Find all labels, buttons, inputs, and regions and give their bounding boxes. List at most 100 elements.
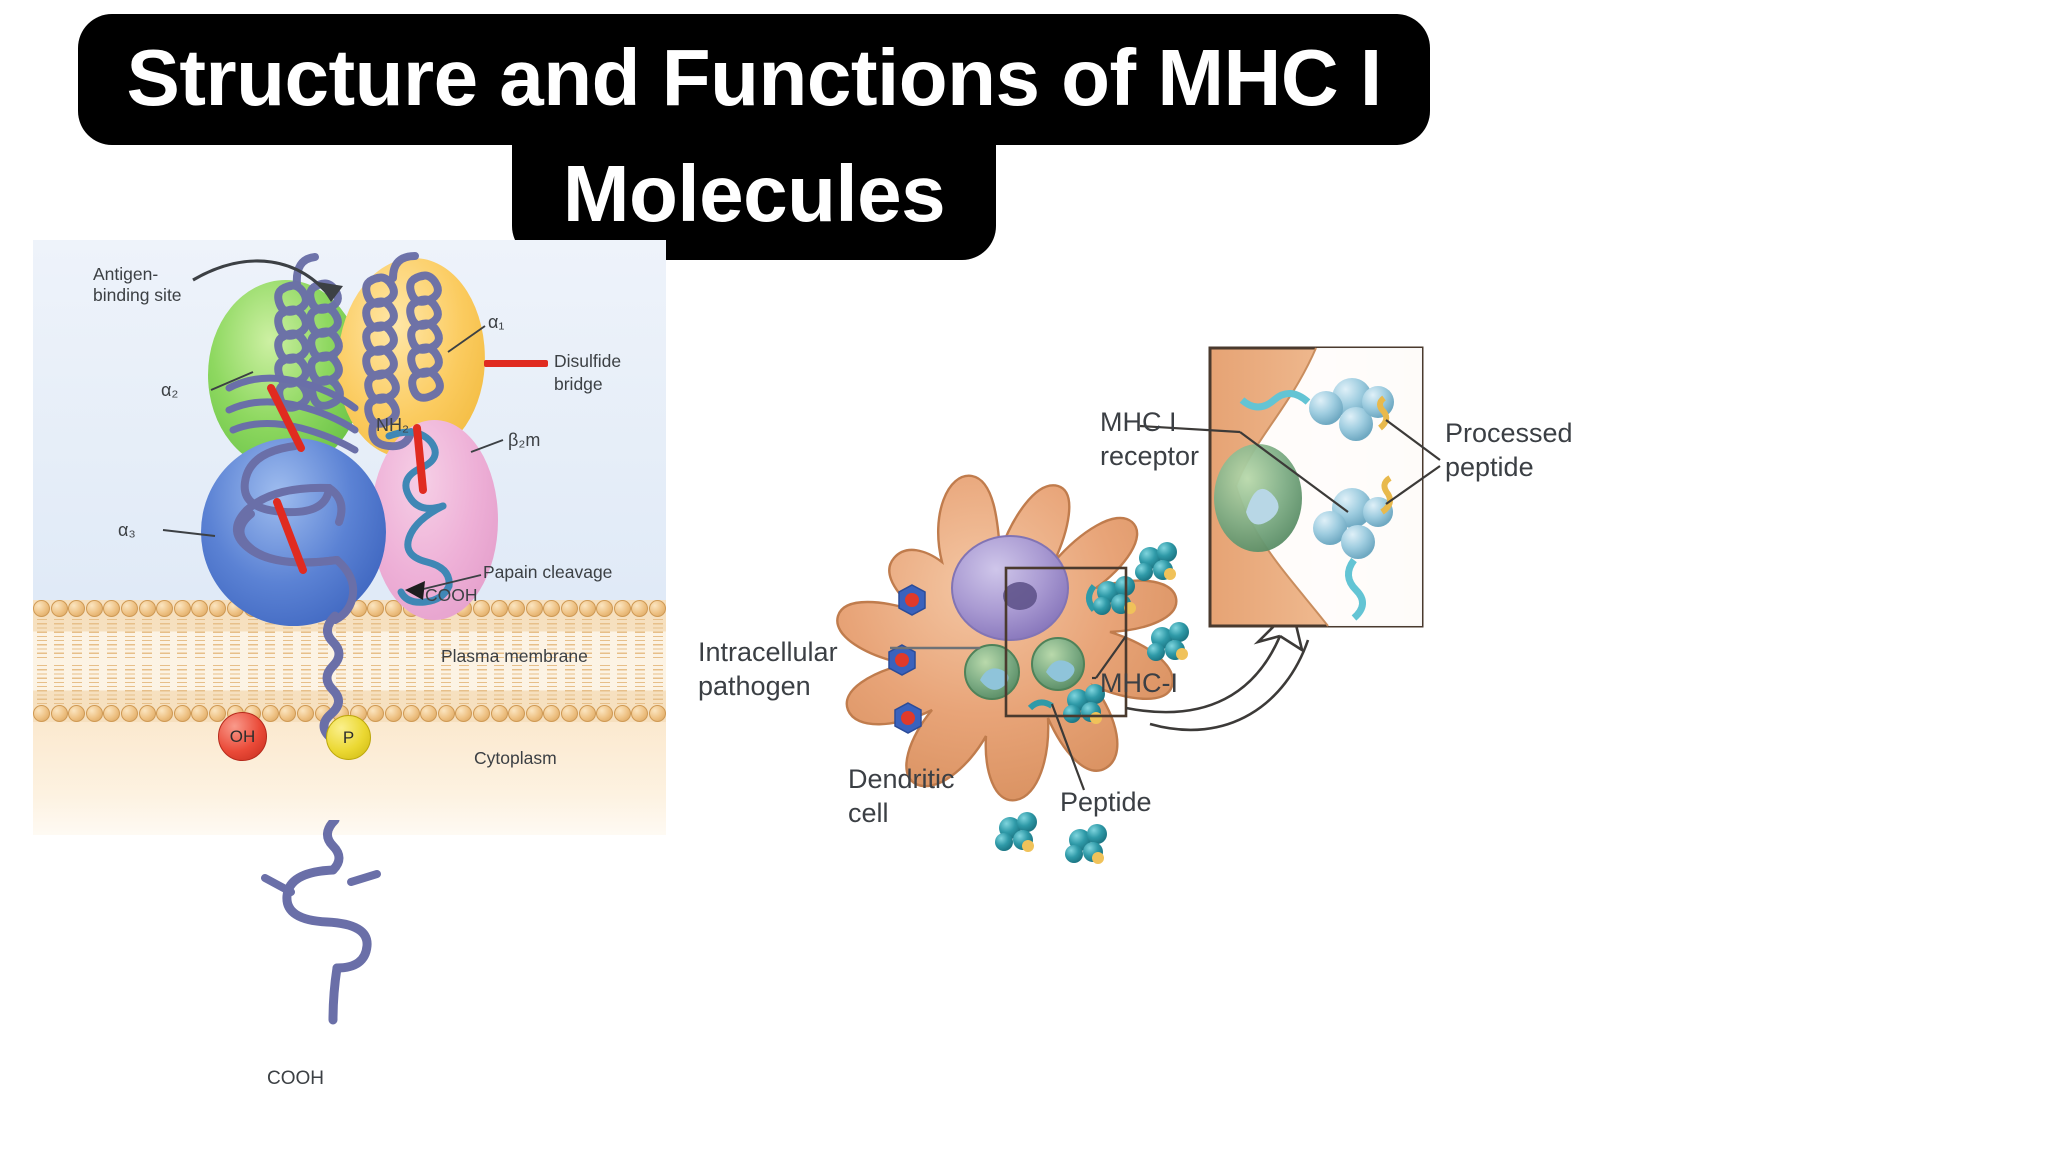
lipid-tails (89, 616, 100, 660)
lipid-molecule (85, 661, 103, 722)
lipid-tails (106, 616, 117, 660)
plasma-membrane-label: Plasma membrane (441, 646, 588, 666)
lipid-tails (494, 662, 505, 706)
phosphate-group-tag: P (326, 715, 371, 760)
lipid-tails (652, 616, 663, 660)
lipid-tails (529, 616, 540, 660)
lipid-tails (370, 662, 381, 706)
intracellular-label-line1: Intracellular (698, 637, 838, 667)
lipid-tails (634, 662, 645, 706)
lipid-molecule (173, 600, 191, 661)
leader-alpha2 (210, 371, 254, 391)
lipid-molecule (596, 600, 614, 661)
lipid-molecule (490, 600, 508, 661)
lipid-tails (634, 616, 645, 660)
lipid-molecule (578, 600, 596, 661)
antigen-binding-arrow (192, 259, 333, 299)
lipid-molecule (103, 600, 121, 661)
lipid-molecule (508, 661, 526, 722)
lipid-tails (71, 662, 82, 706)
page-title-line-1: Structure and Functions of MHC I (78, 14, 1430, 145)
lipid-tails (388, 662, 399, 706)
lipid-tails (159, 662, 170, 706)
lipid-tails (300, 616, 311, 660)
lipid-tails (318, 616, 329, 660)
beta2m-label: β₂m (508, 430, 541, 450)
intracellular-label-line2: pathogen (698, 671, 811, 701)
disulfide-bridge-alpha3 (273, 498, 307, 574)
plasma-membrane (33, 600, 666, 722)
lipid-tails (282, 616, 293, 660)
lipid-tails (36, 616, 47, 660)
antigen-presentation-panel: Intracellular pathogen Dendritic cell MH… (680, 300, 2048, 1152)
lipid-tails (353, 616, 364, 660)
lipid-molecule (561, 661, 578, 722)
leader-beta2m (470, 439, 504, 453)
phagosome-group (964, 637, 1085, 700)
lipid-tails (423, 662, 434, 706)
alpha3-label: α₃ (118, 520, 136, 540)
processed-peptide-label: Processed peptide (1445, 416, 1573, 484)
disulfide-bridge-label: Disulfide bridge (554, 350, 621, 396)
lipid-tails (142, 662, 153, 706)
lipid-molecule (209, 661, 226, 722)
lipid-tails (230, 662, 241, 706)
lipid-molecule (508, 600, 526, 661)
lipid-molecule (209, 600, 226, 661)
lipid-molecule (50, 661, 68, 722)
mhc1-structure-panel: Antigen- binding site α₁ α₂ α₃ NH₂ β₂m D… (33, 240, 666, 835)
lipid-molecule (33, 661, 50, 722)
lipid-molecule (85, 600, 103, 661)
lipid-tails (247, 616, 258, 660)
disulfide-bridge-swatch (484, 360, 548, 367)
alpha2-label: α₂ (161, 380, 179, 400)
lipid-tails (54, 616, 65, 660)
leader-processed-lower (1385, 465, 1441, 505)
lipid-molecule (631, 661, 649, 722)
lipid-molecule (173, 661, 191, 722)
lipid-molecule (121, 661, 138, 722)
lipid-molecule (385, 661, 402, 722)
lipid-tails (617, 616, 628, 660)
cytoplasm-label: Cytoplasm (474, 748, 557, 768)
lipid-molecule (543, 600, 561, 661)
lipid-tails (511, 616, 522, 660)
dendritic-label-line1: Dendritic (848, 764, 955, 794)
mhc1-receptor-label: MHC I receptor (1100, 405, 1199, 473)
lipid-tails (335, 616, 346, 660)
lipid-tails (318, 662, 329, 706)
dendritic-label-line2: cell (848, 798, 889, 828)
lipid-tails (282, 662, 293, 706)
dendritic-cell-label: Dendritic cell (848, 762, 955, 830)
processed-peptide-line1: Processed (1445, 418, 1573, 448)
presentation-vector-overlay (836, 346, 1441, 864)
lipid-molecule (68, 600, 86, 661)
lipid-molecule (631, 600, 649, 661)
disulfide-bridge-alpha2 (267, 384, 305, 452)
lipid-molecule (279, 661, 297, 722)
intracellular-pathogen-label: Intracellular pathogen (698, 635, 838, 703)
lipid-molecule (261, 661, 279, 722)
lipid-tails (582, 616, 593, 660)
lipid-molecule (138, 661, 156, 722)
lipid-tails (458, 662, 469, 706)
lipid-tails (265, 616, 276, 660)
disulfide-bridge-beta2m (413, 424, 427, 494)
lipid-tails (582, 662, 593, 706)
lipid-tails (142, 616, 153, 660)
lipid-molecule (473, 600, 490, 661)
lipid-tails (370, 616, 381, 660)
lipid-molecule (649, 600, 666, 661)
lipid-tails (423, 616, 434, 660)
lipid-tails (159, 616, 170, 660)
cooh-label-cytoplasmic: COOH (267, 1068, 324, 1089)
leader-alpha3 (162, 529, 216, 537)
lipid-tails (511, 662, 522, 706)
lipid-molecule (121, 600, 138, 661)
lipid-tails (71, 616, 82, 660)
lipid-molecule (191, 661, 209, 722)
cytoplasmic-tail-overlay (261, 820, 381, 1025)
leader-processed-upper (1385, 419, 1441, 461)
lipid-tails (476, 662, 487, 706)
cell-nucleus (951, 535, 1069, 641)
